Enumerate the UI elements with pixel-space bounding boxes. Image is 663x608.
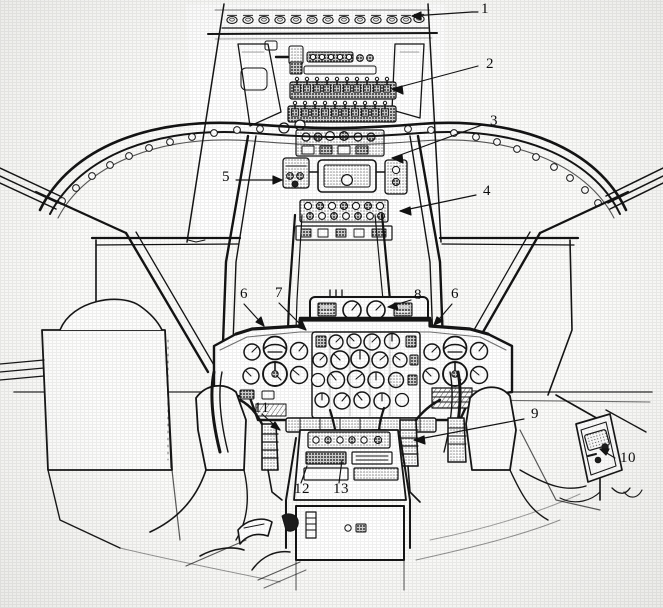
right-side-panel (519, 413, 643, 503)
overhead-mid-units (282, 157, 408, 195)
copilot-instrument-group (422, 335, 489, 400)
callout-leaders (235, 11, 616, 484)
callout-3: 3 (490, 113, 498, 129)
centre-pedestal (281, 429, 411, 591)
overhead-switch-bank-lower (287, 100, 397, 123)
centre-gauge-cluster (310, 331, 421, 419)
callout-4: 4 (483, 183, 491, 199)
main-instrument-panel (212, 316, 514, 433)
callout-13: 13 (333, 481, 349, 497)
anti-torque-pedals (119, 493, 581, 589)
callout-8: 8 (414, 287, 422, 303)
callout-2: 2 (486, 56, 494, 72)
circuit-breaker-row (221, 13, 429, 29)
callout-7: 7 (275, 285, 283, 301)
callout-5: 5 (222, 169, 230, 185)
crew-seats (149, 370, 549, 541)
overhead-console (186, 3, 445, 243)
pilot-instrument-group (239, 335, 309, 400)
canopy-frame (0, 121, 663, 511)
callout-11: 11 (254, 400, 270, 416)
callout-9: 9 (531, 406, 539, 422)
callout-10: 10 (620, 450, 636, 466)
collective-levers (238, 398, 467, 503)
overhead-lower-switch-group (295, 199, 393, 241)
callout-1: 1 (481, 1, 489, 17)
callout-12: 12 (294, 481, 310, 497)
callout-6-right: 6 (451, 286, 459, 302)
left-sidewall-panel (0, 298, 181, 549)
callout-6-left: 6 (240, 286, 248, 302)
